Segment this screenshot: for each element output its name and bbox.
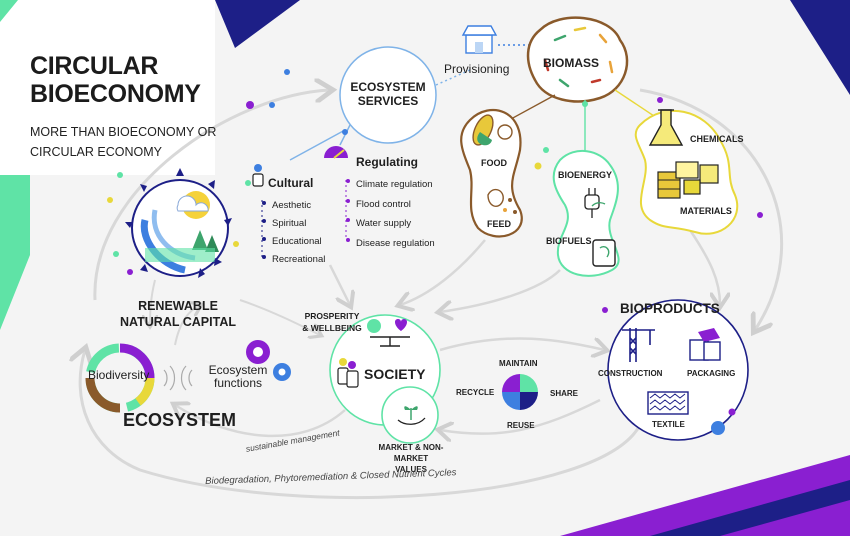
- cultural-item: Spiritual: [262, 215, 325, 233]
- materials-label: MATERIALS: [680, 206, 732, 216]
- navy-corner-shape: [215, 0, 300, 48]
- chemicals-label: CHEMICALS: [690, 134, 744, 144]
- title-panel: [0, 0, 215, 175]
- bottom-cycle-loop: [80, 350, 642, 500]
- loop-to-bioproducts: [639, 88, 784, 330]
- crane-icon: [622, 328, 655, 362]
- navy-topright-shape: [790, 0, 850, 95]
- cultural-list: Aesthetic Spiritual Educational Recreati…: [262, 197, 325, 269]
- flask-icon: [648, 109, 684, 146]
- food-label: FOOD: [481, 158, 507, 168]
- society-to-bioproducts: [439, 337, 605, 350]
- provisioning-shop-icon: [461, 25, 498, 54]
- cultural-label: Cultural: [268, 176, 314, 190]
- cultural-icon: [252, 164, 264, 187]
- fuel-can-icon: [592, 239, 616, 267]
- ecosystem-functions-label: Ecosystem functions: [208, 363, 268, 390]
- feed-label: FEED: [487, 219, 512, 229]
- page-title: CIRCULAR BIOECONOMY: [30, 52, 201, 108]
- people-icon: [337, 358, 359, 388]
- biodiversity-label: Biodiversity: [88, 368, 150, 382]
- packaging-icon: [689, 328, 721, 361]
- market-values-label: MARKET & NON-MARKET VALUES: [378, 443, 444, 474]
- regulating-label: Regulating: [356, 155, 418, 169]
- materials-icon: [657, 161, 719, 199]
- globe-rays: [125, 168, 232, 278]
- ecosystem-services-label: ECOSYSTEM SERVICES: [350, 80, 426, 108]
- natural-capital-globe-icon: [131, 179, 229, 277]
- regulating-item: Disease regulation: [346, 234, 435, 254]
- navy-bottom-shape: [650, 480, 850, 536]
- plug-icon: [584, 188, 606, 218]
- bioproducts-label: BIOPRODUCTS: [620, 301, 720, 316]
- packaging-label: PACKAGING: [687, 369, 736, 378]
- reuse-label: REUSE: [507, 421, 535, 430]
- renewable-natural-capital-label: RENEWABLE NATURAL CAPITAL: [120, 299, 236, 329]
- regulating-list: Climate regulation Flood control Water s…: [346, 175, 435, 253]
- bioproducts-to-society: [440, 398, 601, 434]
- construction-label: CONSTRUCTION: [598, 369, 663, 378]
- gauge-icon: [324, 146, 348, 159]
- cultural-item: Recreational: [262, 251, 325, 269]
- cultural-item: Aesthetic: [262, 197, 325, 215]
- maintain-label: MAINTAIN: [499, 359, 538, 368]
- regulating-item: Climate regulation: [346, 175, 435, 195]
- society-label: SOCIETY: [364, 366, 426, 382]
- ecosystem-services-circle: [339, 46, 437, 144]
- textile-label: TEXTILE: [652, 420, 685, 429]
- regulating-item: Flood control: [346, 195, 435, 215]
- share-label: SHARE: [550, 389, 579, 398]
- biodiversity-ring: [85, 343, 155, 413]
- prosperity-label: PROSPERITY & WELLBEING: [302, 311, 362, 333]
- ecosystem-label: ECOSYSTEM: [123, 410, 237, 430]
- loop-to-services: [93, 90, 330, 301]
- textile-icon: [647, 391, 689, 415]
- seedling-hand-icon: [397, 406, 426, 425]
- sustainable-management-arrow: [175, 405, 346, 438]
- bioenergy-label: BIOENERGY: [558, 170, 613, 180]
- biomass-label: BIOMASS: [543, 56, 600, 70]
- regulating-item: Water supply: [346, 214, 435, 234]
- gears-icon: [246, 340, 291, 381]
- circular-pie: [502, 374, 538, 410]
- biofuels-label: BIOFUELS: [546, 236, 592, 246]
- recycle-label: RECYCLE: [456, 388, 495, 397]
- provisioning-label: Provisioning: [444, 62, 510, 76]
- page-subtitle: MORE THAN BIOECONOMY OR CIRCULAR ECONOMY: [30, 125, 217, 159]
- cultural-item: Educational: [262, 233, 325, 251]
- scale-icon: [367, 319, 410, 347]
